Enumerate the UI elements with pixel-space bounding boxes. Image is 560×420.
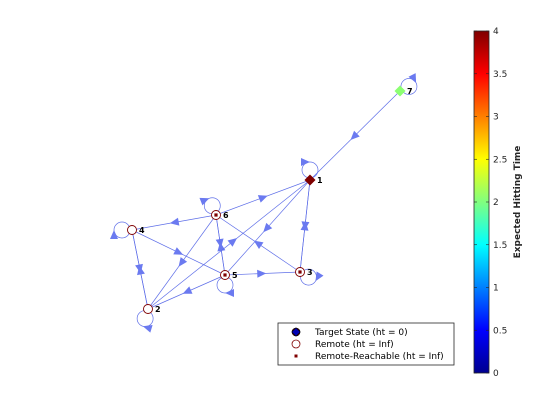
node-reachable-square [298, 270, 302, 274]
legend: Target State (ht = 0) Remote (ht = Inf) … [277, 322, 455, 366]
colorbar-ticks: 0 0.5 1 1.5 2 2.5 3 3.5 4 [474, 27, 507, 379]
edge-3-1 [299, 179, 311, 273]
node-2[interactable]: 2 [143, 304, 161, 315]
edge-arrow [257, 269, 267, 278]
legend-item-remote-reachable: Remote-Reachable (ht = Inf) [294, 352, 444, 362]
self-loop-4 [110, 221, 131, 239]
node-7[interactable]: 7 [394, 85, 413, 97]
colorbar-tick: 0 [474, 369, 499, 379]
edge-6-4 [131, 214, 217, 231]
colorbar-tick: 0.5 [474, 326, 507, 336]
colorbar-tick-label: 1.5 [493, 241, 507, 251]
legend-remote-label: Remote (ht = Inf) [315, 340, 394, 350]
node-reachable-square [214, 213, 218, 217]
self-loop-arrow [199, 197, 210, 206]
legend-target-diamond [291, 327, 301, 337]
colorbar-tick-label: 0 [493, 369, 499, 379]
node-remote-circle [127, 225, 137, 235]
edge-6-2 [147, 214, 217, 310]
colorbar-tick: 2 [474, 198, 499, 208]
node-reachable-square [223, 273, 227, 277]
node-target-diamond [394, 85, 406, 97]
edge-arrow [253, 240, 264, 250]
colorbar: 0 0.5 1 1.5 2 2.5 3 3.5 4 Expected Hitting Time [473, 27, 523, 379]
self-loop-2 [136, 310, 154, 333]
legend-remote-marker [291, 339, 301, 349]
edge-2-1 [147, 179, 311, 310]
edge-arrow [257, 195, 268, 203]
edge-4-5 [131, 229, 226, 276]
self-loop-arrow [408, 73, 417, 83]
legend-target-label: Target State (ht = 0) [314, 328, 408, 338]
colorbar-tick-label: 2 [493, 198, 499, 208]
edge-7-1 [309, 90, 401, 181]
colorbar-tick: 1 [474, 284, 499, 294]
self-loop-arrow [315, 271, 324, 282]
edge-arrow [263, 222, 273, 233]
colorbar-label: Expected Hitting Time [513, 146, 523, 259]
legend-item-target: Target State (ht = 0) [291, 327, 408, 338]
legend-item-remote: Remote (ht = Inf) [291, 339, 394, 350]
colorbar-tick: 4 [474, 27, 499, 37]
edge-arrow [137, 265, 145, 276]
edge-arrow [300, 221, 309, 231]
colorbar-tick-label: 1 [493, 284, 499, 294]
edges-layer [131, 90, 401, 310]
node-label: 4 [139, 226, 145, 235]
self-loop-5 [216, 276, 234, 297]
node-3[interactable]: 3 [295, 267, 313, 278]
edge-6-1 [215, 179, 311, 216]
self-loop-arrow [110, 230, 118, 239]
edge-5-2 [147, 274, 226, 310]
state-graph: 1 2 3 4 5 6 7 [110, 73, 418, 333]
colorbar-tick: 3.5 [474, 70, 507, 80]
nodes-layer: 1 2 3 4 5 6 7 [127, 85, 413, 315]
node-remote-circle [143, 304, 153, 314]
edge-3-6 [215, 214, 301, 273]
node-label: 7 [407, 87, 413, 96]
colorbar-tick-label: 0.5 [493, 326, 507, 336]
node-label: 3 [307, 268, 313, 277]
node-6[interactable]: 6 [211, 210, 230, 221]
node-label: 1 [317, 176, 323, 185]
self-loop-arrow [225, 289, 234, 297]
node-target-diamond [304, 174, 316, 186]
edge-line [147, 179, 311, 310]
node-4[interactable]: 4 [127, 225, 146, 236]
edge-2-4 [131, 229, 149, 310]
edge-arrow [169, 217, 180, 226]
edge-arrow [350, 130, 360, 140]
colorbar-tick-label: 2.5 [493, 155, 507, 165]
legend-box [277, 322, 455, 366]
self-loop-arrow [142, 324, 153, 333]
edge-arrow [227, 238, 238, 247]
node-label: 6 [223, 211, 229, 220]
legend-remote-reachable-label: Remote-Reachable (ht = Inf) [315, 352, 444, 362]
edge-arrow [178, 257, 188, 267]
node-label: 5 [232, 271, 238, 280]
self-loop-3 [300, 268, 324, 286]
colorbar-tick-label: 4 [493, 27, 499, 37]
edge-5-3 [224, 269, 301, 278]
edge-5-6 [215, 214, 226, 276]
self-loop-arrow [301, 158, 310, 166]
colorbar-tick: 2.5 [474, 155, 507, 165]
node-5[interactable]: 5 [220, 270, 239, 281]
legend-remote-reachable-marker [294, 354, 298, 358]
node-1[interactable]: 1 [304, 174, 323, 186]
colorbar-tick: 3 [474, 113, 499, 123]
colorbar-tick: 1.5 [474, 241, 507, 251]
edge-arrow [182, 286, 193, 294]
edge-arrow [173, 247, 184, 255]
colorbar-tick-label: 3 [493, 113, 499, 123]
node-label: 2 [155, 305, 161, 314]
self-loops-layer [110, 73, 418, 333]
colorbar-tick-label: 3.5 [493, 70, 507, 80]
edge-1-5 [224, 179, 311, 276]
